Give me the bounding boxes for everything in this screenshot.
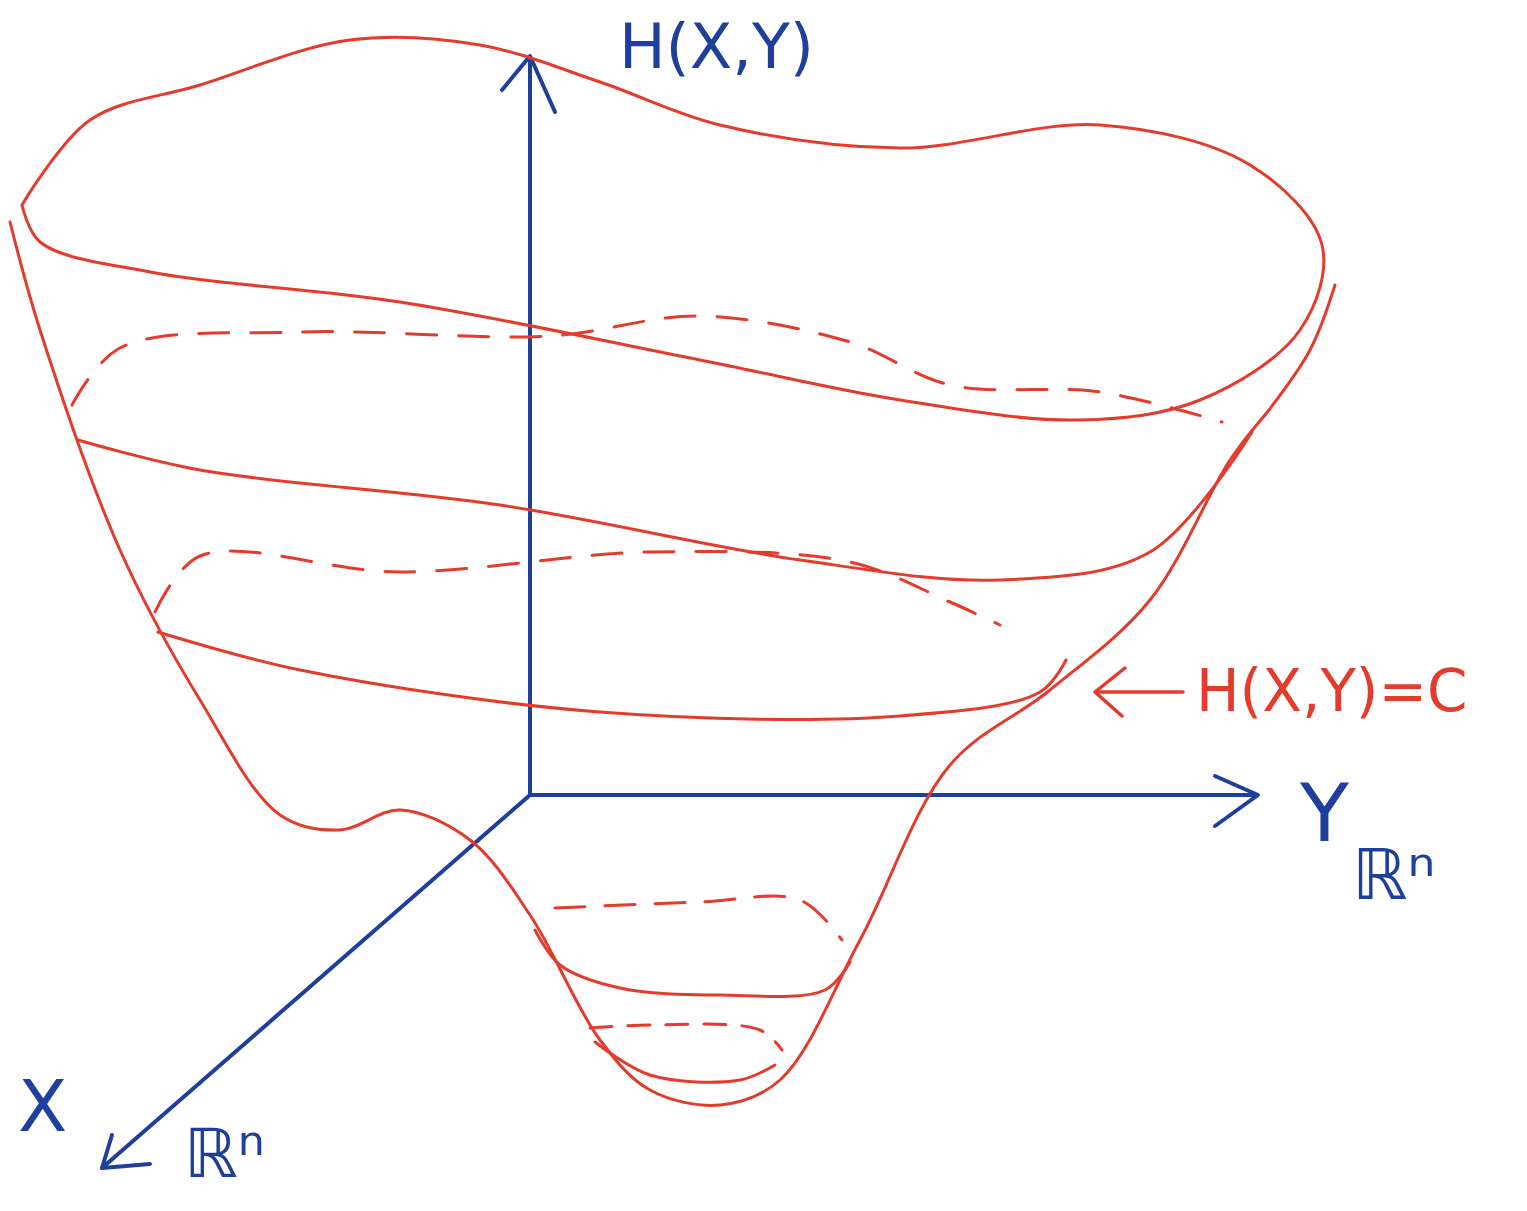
level-set-label: H(X,Y)=C [1192,660,1472,722]
surface-profile-right [1265,285,1335,415]
x-arrowhead [102,1135,150,1168]
surface-profile [10,222,1265,1105]
y-arrowhead [1215,776,1258,826]
axis-label: X [14,1068,71,1144]
contour-front [78,432,1252,580]
contour-back [555,896,842,940]
vertical-axis [528,58,532,795]
y-axis [530,793,1256,797]
space-label: ℝⁿ [1348,838,1439,912]
x-axis [102,795,530,1168]
surface-rim [22,37,1324,420]
contour-front [158,632,1066,720]
contour-back [590,1024,782,1050]
space-label: ℝⁿ [180,1118,269,1190]
contour-front [595,1042,775,1082]
leader-line [1097,690,1183,694]
contour-back [155,551,1000,625]
contour-back [72,316,1222,422]
leader-arrowhead [1095,668,1125,716]
axis-label: H(X,Y) [615,14,818,80]
contour-front [535,930,850,997]
axis-label: Y [1296,772,1353,856]
